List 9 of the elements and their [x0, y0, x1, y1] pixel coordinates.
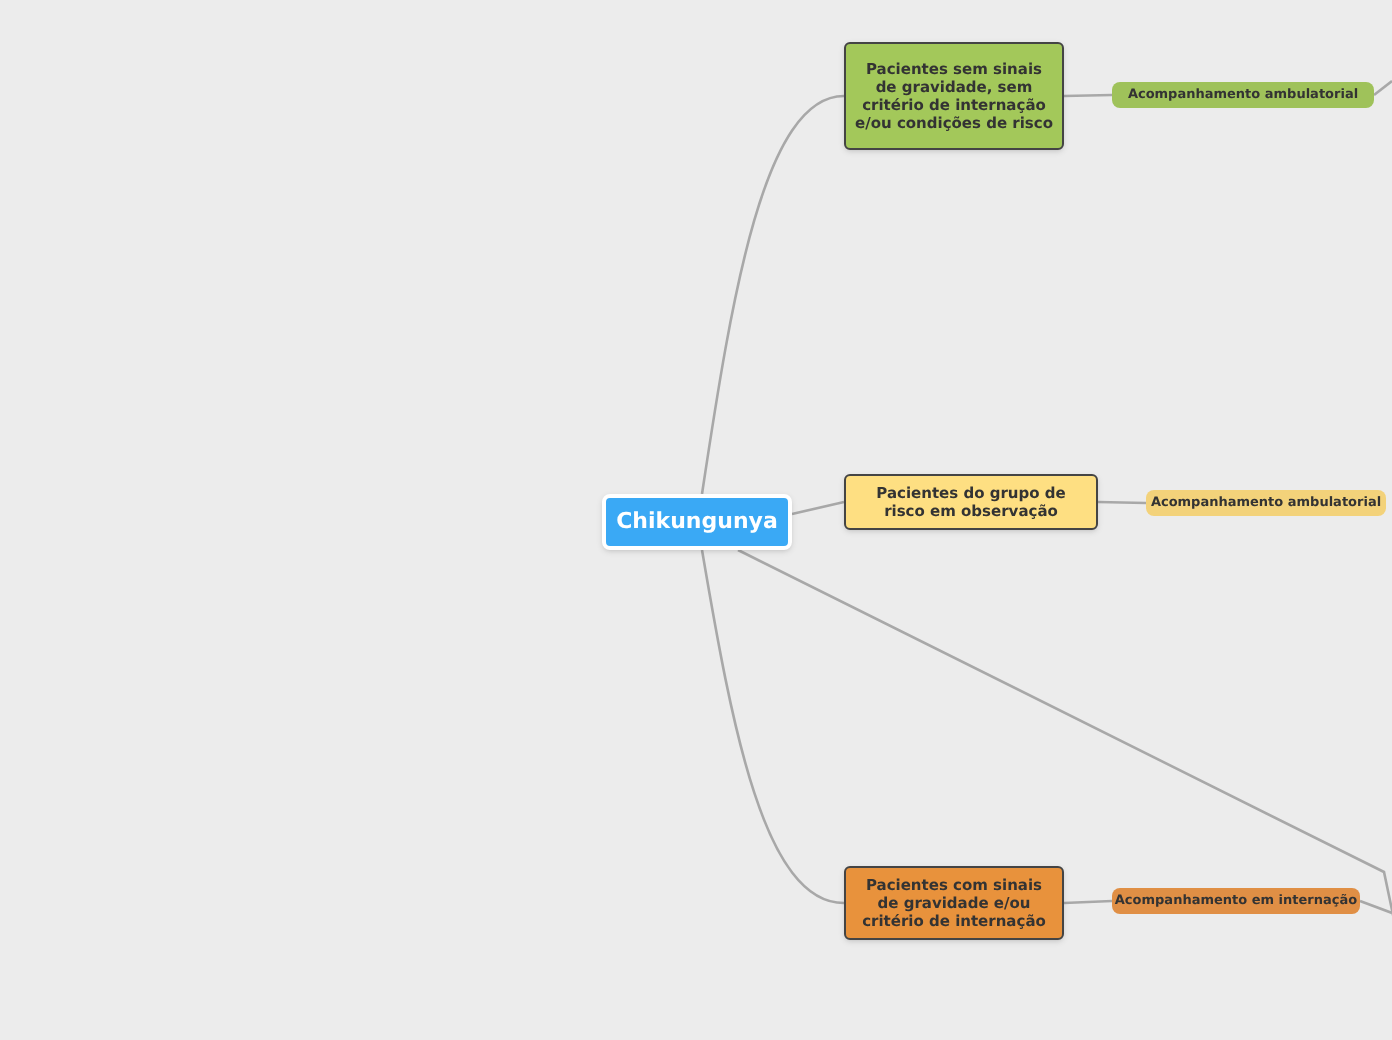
connector-line — [1063, 899, 1113, 905]
connector-line — [1097, 500, 1147, 505]
connector-line — [1063, 93, 1113, 98]
connector-line — [1359, 899, 1392, 915]
central-topic: Chikungunya — [602, 494, 792, 550]
connector-line — [1373, 79, 1392, 97]
connector-line — [700, 94, 845, 495]
connector-line — [700, 549, 845, 905]
connector-line — [791, 500, 845, 516]
